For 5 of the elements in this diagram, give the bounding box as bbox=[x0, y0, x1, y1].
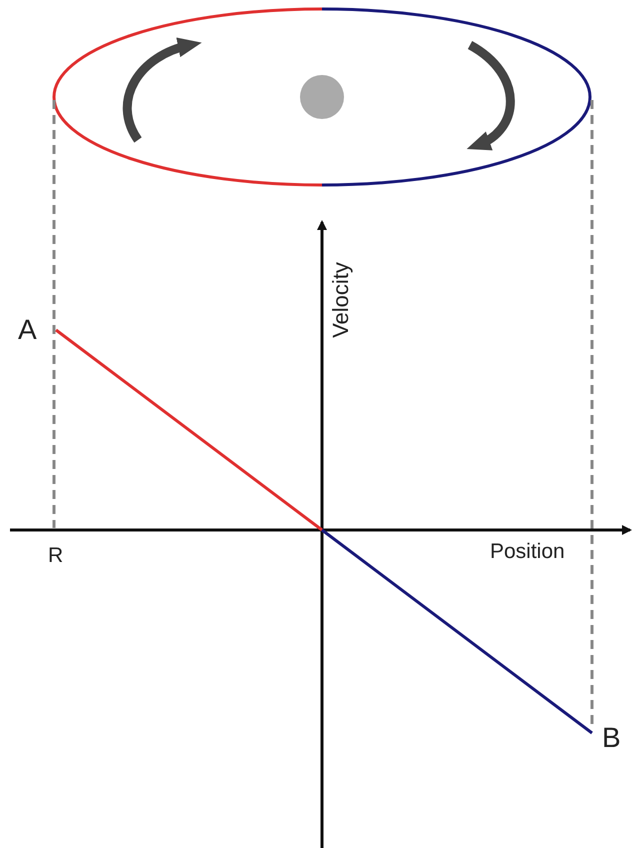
point-label: A bbox=[18, 316, 37, 344]
point-label: B bbox=[602, 724, 621, 752]
axis-label: Velocity bbox=[330, 262, 352, 338]
axis-tick-label: R bbox=[48, 545, 64, 566]
axis-label: Position bbox=[490, 541, 565, 562]
